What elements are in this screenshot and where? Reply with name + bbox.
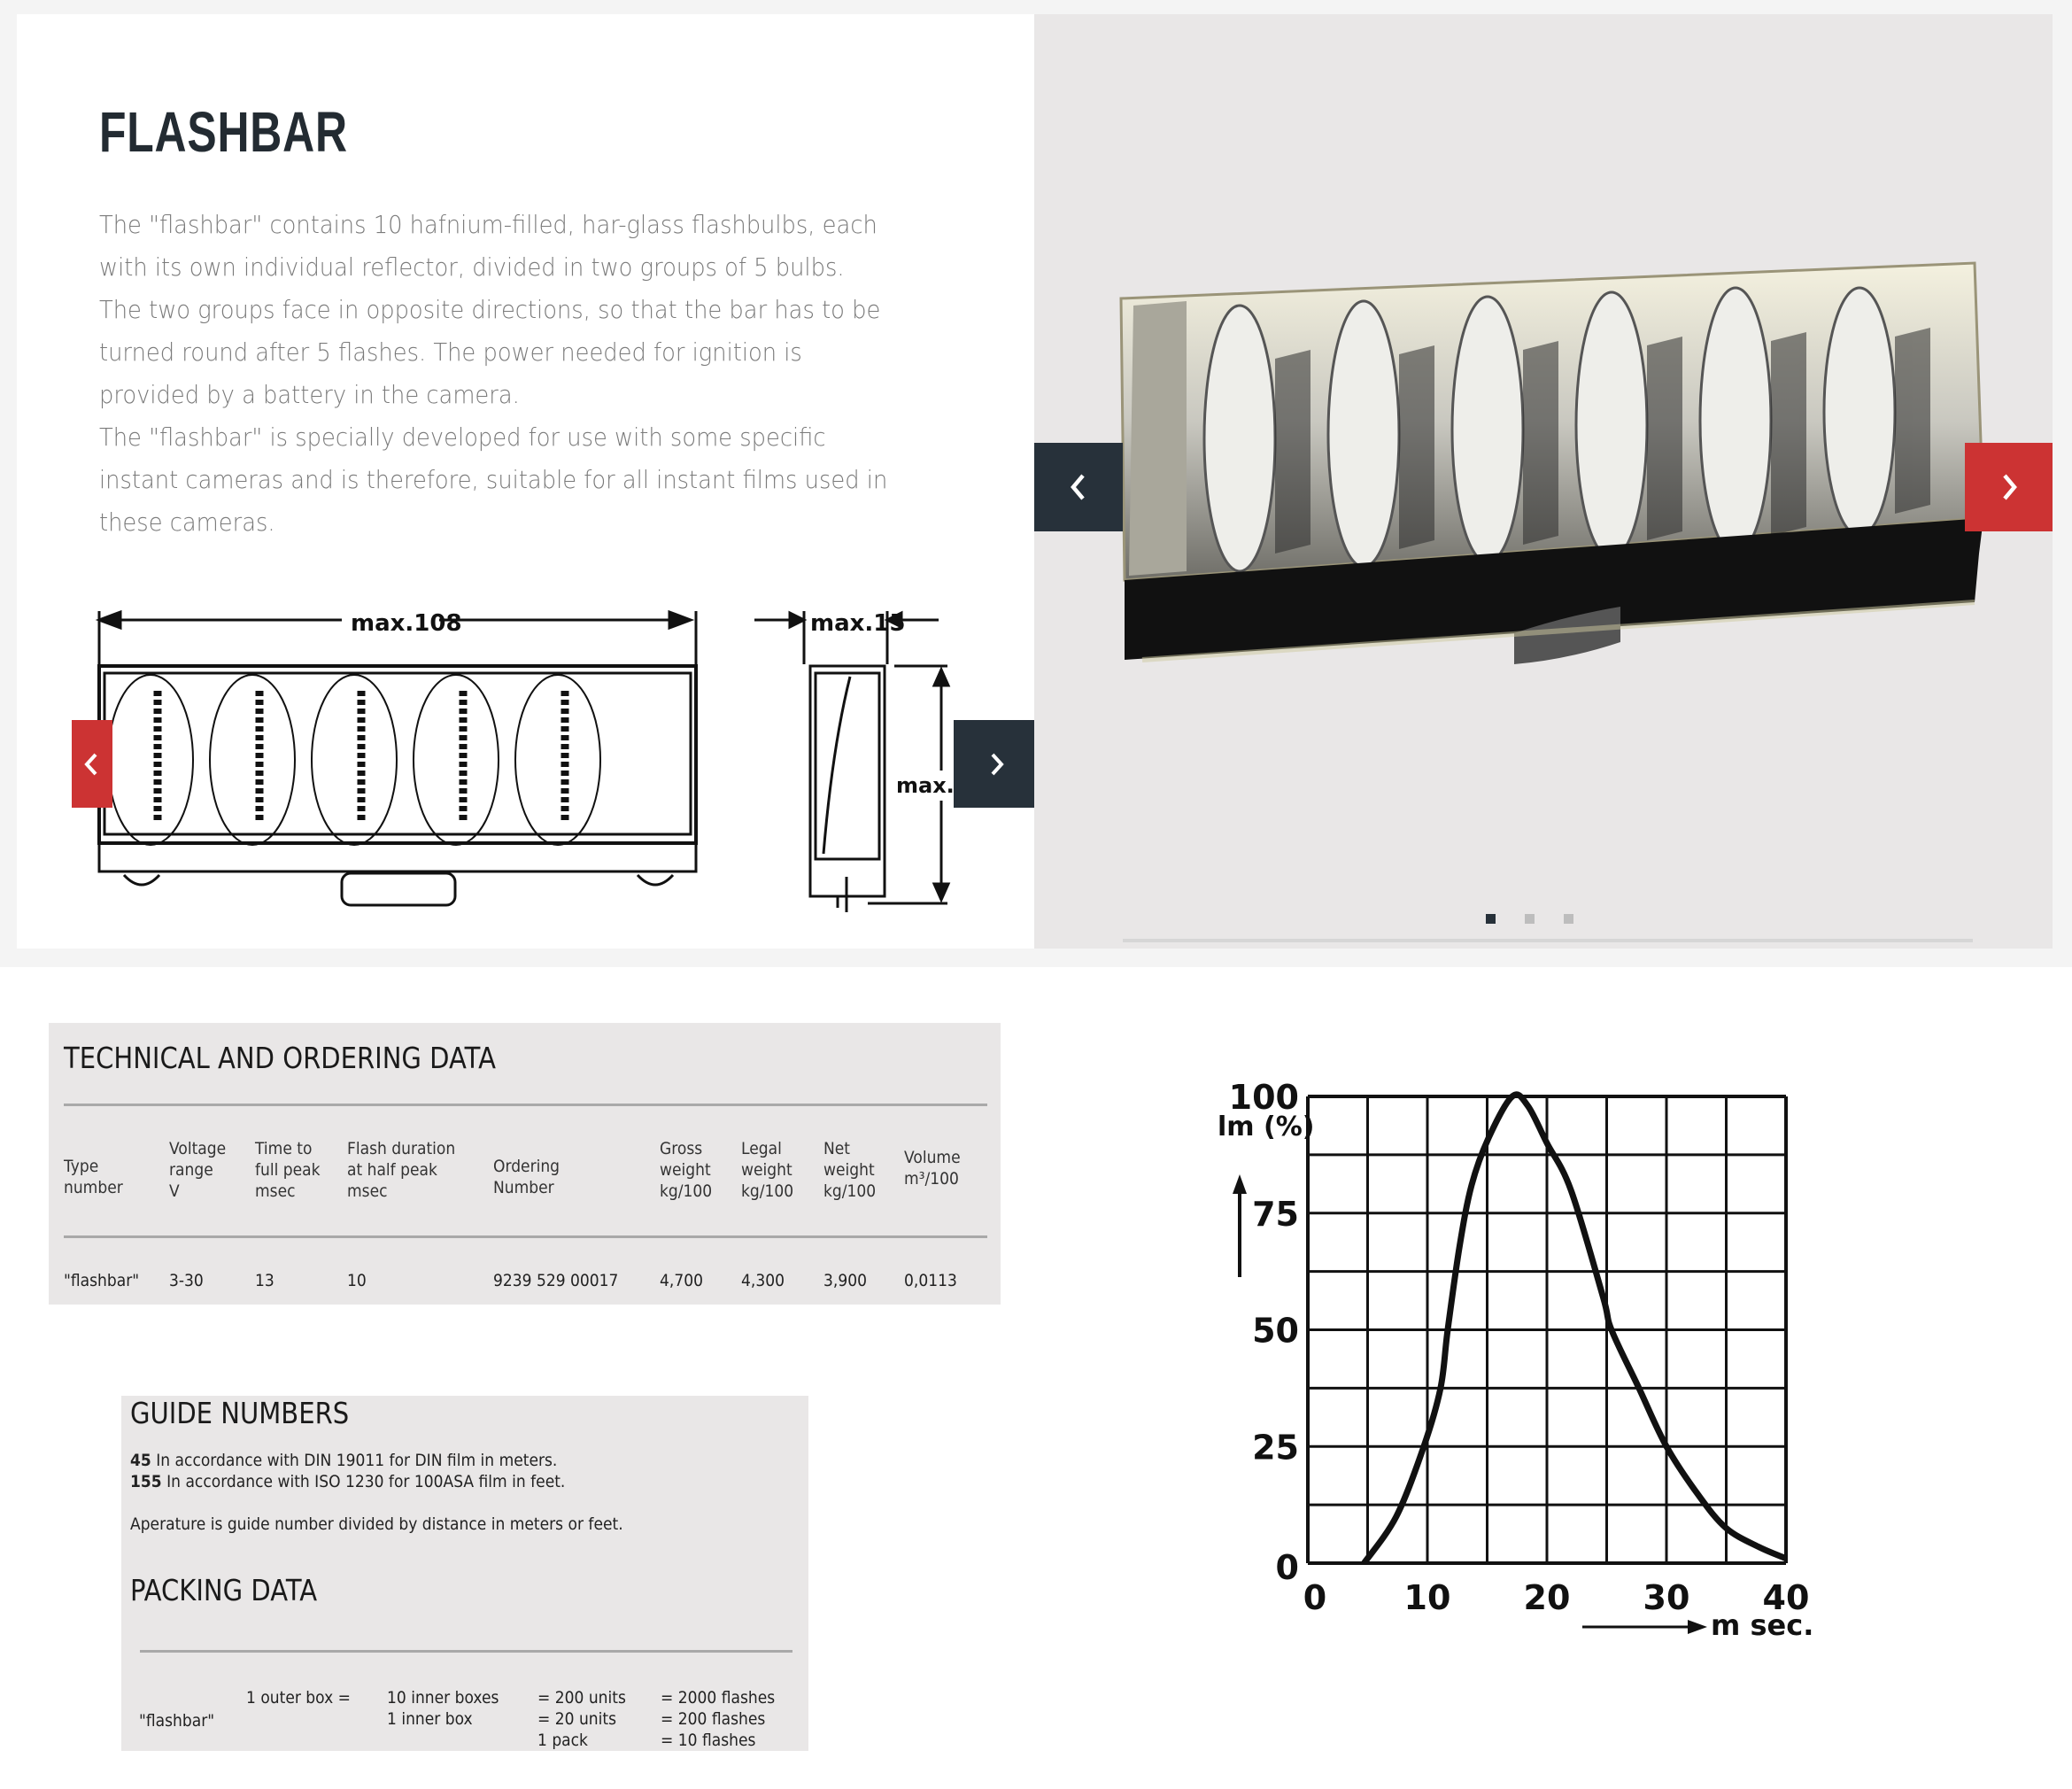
y-axis-label: lm (%)	[1218, 1111, 1315, 1142]
column-header: Gross	[660, 1139, 703, 1158]
column-header: range	[169, 1160, 213, 1180]
drawing-prev-button[interactable]	[72, 720, 112, 808]
chevron-right-icon	[2002, 474, 2017, 500]
divider	[140, 1650, 792, 1653]
product-card	[17, 14, 1035, 949]
column-header: V	[169, 1181, 180, 1201]
table-cell: "flashbar"	[64, 1271, 140, 1290]
table-cell: 4,700	[660, 1271, 703, 1290]
column-header: Volume	[904, 1148, 961, 1167]
chevron-right-icon	[991, 753, 1004, 775]
table-cell: 0,0113	[904, 1271, 957, 1290]
column-header: at half peak	[347, 1160, 437, 1180]
packing-outer: 1 outer box =	[246, 1688, 351, 1708]
table-cell: 3-30	[169, 1271, 204, 1290]
y-tick-label: 50	[1252, 1312, 1299, 1351]
dimension-drawing: max.108 max.15 max.4	[95, 606, 970, 912]
y-tick-label: 75	[1252, 1195, 1299, 1234]
page-title: FLASHBAR	[99, 100, 348, 164]
slide-dot-2[interactable]	[1525, 914, 1535, 924]
column-header: Ordering	[493, 1157, 561, 1176]
divider	[64, 1235, 987, 1238]
packing-cell: 1 pack	[537, 1731, 588, 1750]
x-axis-label: m sec.	[1711, 1608, 1814, 1642]
guide-note: Aperature is guide number divided by dis…	[130, 1514, 623, 1534]
flashbar-photo	[1119, 261, 1985, 664]
column-header: kg/100	[823, 1181, 877, 1201]
column-header: Voltage	[169, 1139, 227, 1158]
x-tick-label: 20	[1524, 1578, 1571, 1617]
packing-cell: = 200 units	[537, 1688, 626, 1708]
table-cell: 10	[347, 1271, 367, 1290]
x-tick-label: 0	[1303, 1578, 1326, 1617]
column-header: full peak	[255, 1160, 321, 1180]
packing-cell: = 20 units	[537, 1709, 617, 1729]
column-header: msec	[255, 1181, 296, 1201]
description-line: The two groups face in opposite directio…	[99, 295, 881, 324]
x-axis-arrowhead	[1688, 1620, 1707, 1634]
packing-cell: 1 inner box	[387, 1709, 473, 1729]
guide-packing-panel: GUIDE NUMBERS 45 In accordance with DIN …	[121, 1396, 808, 1751]
divider	[64, 1104, 987, 1106]
x-tick-label: 40	[1763, 1578, 1810, 1617]
y-tick-label: 0	[1276, 1548, 1299, 1587]
y-axis-arrowhead	[1233, 1174, 1247, 1194]
table-cell: 3,900	[823, 1271, 867, 1290]
y-tick-label: 25	[1252, 1428, 1299, 1467]
table-cell: 9239 529 00017	[493, 1271, 619, 1290]
product-description: The "flashbar" contains 10 hafnium-fille…	[99, 204, 967, 544]
packing-cell: = 200 flashes	[661, 1709, 766, 1729]
series-line	[1361, 1091, 1788, 1566]
column-header: Net	[823, 1139, 851, 1158]
chevron-left-icon	[84, 753, 97, 775]
packing-cell: 10 inner boxes	[387, 1688, 499, 1708]
column-header: Time to	[255, 1139, 313, 1158]
column-header: number	[64, 1178, 123, 1197]
technical-heading: TECHNICAL AND ORDERING DATA	[64, 1041, 496, 1075]
slide-dot-1[interactable]	[1486, 914, 1496, 924]
column-header: msec	[347, 1181, 388, 1201]
column-header: kg/100	[741, 1181, 794, 1201]
column-header: m³/100	[904, 1169, 959, 1189]
packing-type: "flashbar"	[139, 1711, 215, 1731]
description-line: provided by a battery in the camera.	[99, 380, 520, 409]
packing-cell: = 2000 flashes	[661, 1688, 776, 1708]
packing-cell: = 10 flashes	[661, 1731, 756, 1750]
packing-heading: PACKING DATA	[130, 1573, 318, 1607]
description-line: instant cameras and is therefore, suitab…	[99, 465, 888, 494]
dimension-length: max.108	[351, 610, 462, 637]
y-tick-label: 100	[1229, 1078, 1299, 1117]
column-header: Flash duration	[347, 1139, 456, 1158]
column-header: weight	[741, 1160, 792, 1180]
column-header: kg/100	[660, 1181, 713, 1201]
description-line: these cameras.	[99, 507, 275, 537]
description-line: The "flashbar" is specially developed fo…	[99, 422, 826, 452]
column-header: Type	[64, 1157, 99, 1176]
table-cell: 4,300	[741, 1271, 785, 1290]
slider-next-button[interactable]	[1965, 443, 2053, 531]
x-tick-label: 30	[1643, 1578, 1690, 1617]
column-header: weight	[823, 1160, 875, 1180]
description-line: The "flashbar" contains 10 hafnium-fille…	[99, 210, 878, 239]
guide-heading: GUIDE NUMBERS	[130, 1396, 350, 1430]
column-header: Legal	[741, 1139, 782, 1158]
guide-line-1: 45 In accordance with DIN 19011 for DIN …	[130, 1451, 558, 1470]
drawing-next-button[interactable]	[954, 720, 1040, 808]
x-tick-label: 10	[1404, 1578, 1451, 1617]
guide-line-2: 155 In accordance with ISO 1230 for 100A…	[130, 1472, 566, 1491]
slide-dot-3[interactable]	[1564, 914, 1573, 924]
slider-progress-track	[1123, 939, 1973, 942]
description-line: turned round after 5 flashes. The power …	[99, 337, 802, 367]
description-line: with its own individual reflector, divid…	[99, 252, 845, 282]
column-header: Number	[493, 1178, 554, 1197]
dimension-width: max.15	[810, 610, 905, 637]
column-header: weight	[660, 1160, 711, 1180]
slider-prev-button[interactable]	[1034, 443, 1123, 531]
technical-data-panel: TECHNICAL AND ORDERING DATA Type number Vo…	[49, 1023, 1001, 1305]
table-cell: 13	[255, 1271, 274, 1290]
chevron-left-icon	[1071, 474, 1085, 500]
